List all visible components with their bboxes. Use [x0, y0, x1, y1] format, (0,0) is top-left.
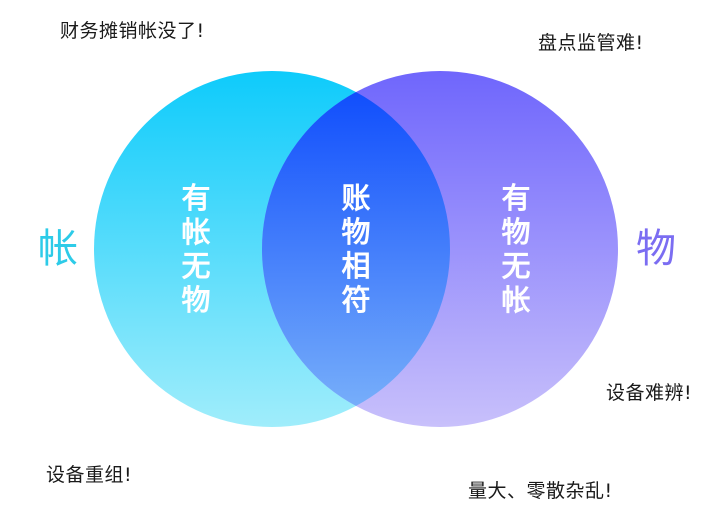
- region-left-only-label: 有帐无物: [181, 181, 211, 317]
- note-top-left: 财务摊销帐没了!: [60, 20, 205, 42]
- note-bottom-left: 设备重组!: [46, 464, 133, 486]
- note-bottom-right: 量大、零散杂乱!: [468, 480, 613, 502]
- region-right-only-label: 有物无帐: [501, 181, 531, 317]
- note-right-mid: 设备难辨!: [606, 382, 693, 404]
- note-top-right: 盘点监管难!: [538, 32, 644, 54]
- region-intersection-label: 账物相符: [341, 181, 371, 317]
- set-left-label: 帐: [38, 226, 78, 272]
- set-intersection: [262, 71, 450, 427]
- set-right-label: 物: [636, 226, 676, 272]
